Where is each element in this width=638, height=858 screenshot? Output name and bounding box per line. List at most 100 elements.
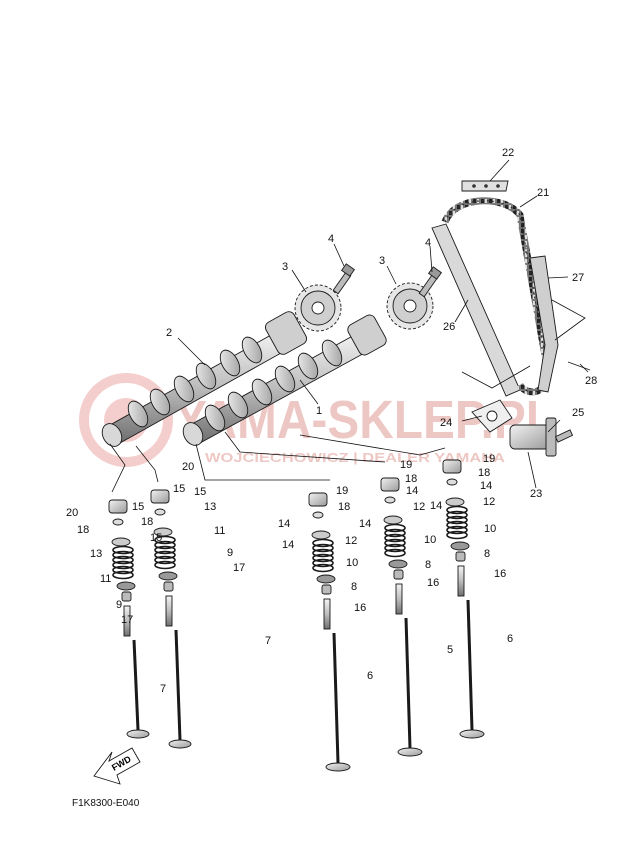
camshaft-1-lobes (204, 339, 343, 432)
callout-c4a: 4 (328, 233, 334, 245)
valve-shim (112, 518, 124, 526)
valve-retainer (111, 537, 131, 547)
valve-guide (165, 595, 173, 627)
callout-c7a: 7 (265, 635, 271, 647)
valve-lifter (308, 492, 328, 507)
valve-train (108, 459, 485, 772)
valve-column-exhaust-right (442, 459, 485, 739)
camshaft-1 (182, 314, 387, 446)
valve-column-exhaust-left (308, 492, 351, 772)
callout-c11b: 11 (100, 573, 111, 585)
valve-lifter (108, 499, 128, 514)
valve-spring (112, 545, 134, 580)
callout-c14a: 14 (480, 480, 492, 492)
callout-c6a: 6 (507, 633, 513, 645)
pin-28 (567, 361, 591, 371)
valve-guide (123, 605, 131, 637)
callout-c25: 25 (572, 407, 584, 419)
callout-c8c: 8 (425, 559, 431, 571)
valve-head (459, 729, 485, 739)
valve-spring-seat (158, 571, 178, 581)
callout-c16c: 16 (354, 602, 366, 614)
valve-retainer (311, 530, 331, 540)
watermark-logo-ring (79, 373, 173, 467)
callout-c9a: 9 (227, 547, 233, 559)
callout-c12a: 12 (483, 496, 495, 508)
callout-c2: 2 (166, 327, 172, 339)
callout-c17b: 17 (121, 614, 133, 626)
valve-stem (132, 639, 140, 731)
valve-lifter (380, 477, 400, 492)
callout-c16a: 16 (494, 568, 506, 580)
callout-c10b: 10 (424, 534, 436, 546)
callout-c4b: 4 (425, 237, 431, 249)
callout-c3a: 3 (282, 261, 288, 273)
valve-shim (384, 496, 396, 504)
valve-head (126, 729, 150, 739)
callout-c7b: 7 (160, 683, 166, 695)
valve-guide (395, 583, 403, 615)
valve-column-intake-left (108, 499, 150, 739)
callout-c14c: 14 (430, 500, 442, 512)
callout-c15d: 15 (150, 532, 162, 544)
callout-c26: 26 (443, 321, 455, 333)
callout-c21: 21 (537, 187, 549, 199)
valve-head (168, 739, 192, 749)
callout-c15b: 15 (194, 486, 206, 498)
diagram-code: F1K8300-E040 (72, 798, 140, 809)
valve-stem (466, 599, 474, 731)
valve-head (325, 762, 351, 772)
cam-sprocket-left (294, 284, 342, 332)
valve-shim (446, 478, 458, 486)
callout-c6b: 6 (367, 670, 373, 682)
gasket-24 (471, 399, 513, 433)
valve-shim (312, 511, 324, 519)
valve-stem-seal (321, 584, 332, 595)
callout-c18c: 18 (338, 501, 350, 513)
valve-lifter (442, 459, 462, 474)
callout-c24: 24 (440, 417, 452, 429)
timing-chain-21 (441, 197, 552, 396)
callout-c19a: 19 (483, 453, 495, 465)
valve-shim (154, 508, 166, 516)
valve-stem-seal (163, 581, 174, 592)
fwd-arrow: FWD (93, 747, 141, 785)
valve-stem (174, 629, 182, 741)
valve-spring (384, 523, 406, 558)
valve-spring (446, 505, 468, 540)
callout-c13a: 13 (204, 501, 216, 513)
valve-retainer (445, 497, 465, 507)
valve-head (397, 747, 423, 757)
bolt-25 (554, 429, 574, 443)
callout-c17a: 17 (233, 562, 245, 574)
valve-guide (323, 598, 331, 630)
callout-c8b: 8 (351, 581, 357, 593)
callout-c14f: 14 (282, 539, 294, 551)
callout-c15c: 15 (132, 501, 144, 513)
valve-spring-seat (388, 559, 408, 569)
valve-guide (457, 565, 465, 597)
sprocket-bolt-right (418, 266, 443, 298)
callout-c12b: 12 (413, 501, 425, 513)
valve-stem-seal (121, 591, 132, 602)
callout-c19c: 19 (336, 485, 348, 497)
callout-c11a: 11 (214, 525, 225, 537)
callout-c19b: 19 (400, 459, 412, 471)
callout-c16b: 16 (427, 577, 439, 589)
callout-c18a: 18 (478, 467, 490, 479)
callout-c14e: 14 (278, 518, 290, 530)
watermark-sub-text: WOJCIECHOWICZ | DEALER YAMAHA (205, 450, 506, 465)
valve-spring (312, 538, 334, 573)
camshaft-2 (101, 311, 308, 447)
valve-spring (154, 535, 176, 570)
callout-c22: 22 (502, 147, 514, 159)
callout-c28: 28 (585, 375, 597, 387)
callout-c18b: 18 (405, 473, 417, 485)
callout-c5: 5 (447, 644, 453, 656)
callout-c23: 23 (530, 488, 542, 500)
callout-c12c: 12 (345, 535, 357, 547)
callout-c15a: 15 (173, 483, 185, 495)
leader-lines (109, 159, 589, 493)
valve-column-intake-right (150, 489, 192, 749)
